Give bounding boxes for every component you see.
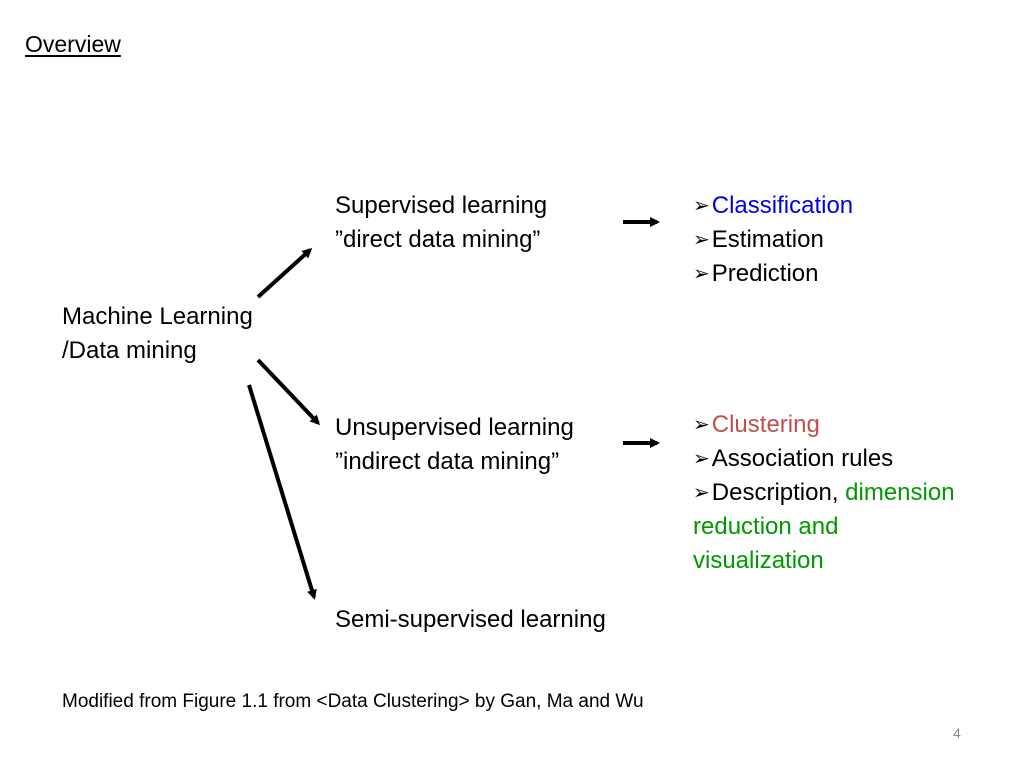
root-node-line1: Machine Learning <box>62 303 253 330</box>
task-description-prefix: Description, <box>711 479 846 506</box>
slide-title: Overview <box>25 31 121 57</box>
figure-credit-caption: Modified from Figure 1.1 from <Data Clus… <box>62 691 644 712</box>
arrow-bullet-icon: ➢ <box>693 229 710 251</box>
unsupervised-node-title: Unsupervised learning <box>335 414 574 441</box>
arrow-bullet-icon: ➢ <box>693 195 710 217</box>
arrow-bullet-icon: ➢ <box>693 414 710 436</box>
supervised-node: Supervised learning ”direct data mining” <box>335 189 547 257</box>
unsupervised-node: Unsupervised learning ”indirect data min… <box>335 411 574 479</box>
list-item: ➢Classification <box>693 189 853 223</box>
arrow-root-to-semi-supervised <box>247 384 317 600</box>
arrow-root-to-supervised <box>256 247 313 299</box>
page-number: 4 <box>953 725 961 741</box>
arrow-bullet-icon: ➢ <box>693 263 710 285</box>
arrow-bullet-icon: ➢ <box>693 482 710 504</box>
task-estimation: Estimation <box>711 226 824 253</box>
task-description-highlight-2: reduction and <box>693 513 839 540</box>
root-node: Machine Learning /Data mining <box>62 300 253 368</box>
list-item: ➢Description, dimension <box>693 476 955 510</box>
semi-supervised-node: Semi-supervised learning <box>335 603 606 637</box>
unsupervised-task-list: ➢Clustering ➢Association rules ➢Descript… <box>693 408 955 578</box>
semi-supervised-node-title: Semi-supervised learning <box>335 606 606 633</box>
root-node-line2: /Data mining <box>62 337 197 364</box>
task-association-rules: Association rules <box>711 445 894 472</box>
arrow-root-to-unsupervised <box>256 358 321 426</box>
supervised-node-subtitle: ”direct data mining” <box>335 226 541 253</box>
unsupervised-node-subtitle: ”indirect data mining” <box>335 448 560 475</box>
task-clustering: Clustering <box>711 411 820 438</box>
task-description-highlight-1: dimension <box>845 479 955 506</box>
supervised-task-list: ➢Classification ➢Estimation ➢Prediction <box>693 189 853 291</box>
list-item: ➢Clustering <box>693 408 955 442</box>
list-item: ➢Prediction <box>693 257 853 291</box>
list-item: ➢Estimation <box>693 223 853 257</box>
arrow-bullet-icon: ➢ <box>693 448 710 470</box>
list-item: ➢Association rules <box>693 442 955 476</box>
task-prediction: Prediction <box>711 260 819 287</box>
task-classification: Classification <box>711 192 854 219</box>
supervised-node-title: Supervised learning <box>335 192 548 219</box>
task-description-highlight-3: visualization <box>693 547 824 574</box>
